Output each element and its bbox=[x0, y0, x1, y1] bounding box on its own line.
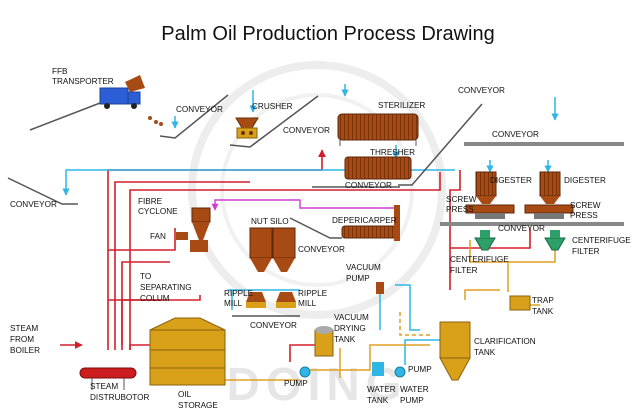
label-ffb: FFB bbox=[52, 67, 68, 76]
label-thresher: THRESHER bbox=[370, 148, 415, 157]
labels: FFB TRANSPORTER CONVEYOR CRUSHER CONVEYO… bbox=[10, 67, 631, 410]
label-digester-1: DIGESTER bbox=[490, 176, 532, 185]
label-pump-1: PUMP bbox=[284, 379, 308, 388]
label-sterilizer: STERILIZER bbox=[378, 101, 425, 110]
label-mill-1: MILL bbox=[224, 299, 243, 308]
conveyor-2 bbox=[229, 95, 319, 148]
label-steam-d: STEAM bbox=[90, 382, 118, 391]
label-water-pump-2: PUMP bbox=[400, 396, 424, 405]
fan bbox=[176, 232, 188, 240]
water-lines bbox=[62, 84, 559, 365]
label-screw-2: SCREW bbox=[570, 201, 601, 210]
label-separating: SEPARATING bbox=[140, 283, 192, 292]
label-colum: COLUM bbox=[140, 294, 170, 303]
ripple-mill-2 bbox=[276, 292, 296, 308]
screw-press-1 bbox=[465, 204, 515, 219]
label-filter-1: FILTER bbox=[450, 266, 478, 275]
depericarper bbox=[341, 205, 400, 241]
label-vacuum-pump-2: PUMP bbox=[346, 274, 370, 283]
fibre-cyclone bbox=[190, 207, 211, 252]
ripple-mill-1 bbox=[246, 292, 266, 308]
label-screw-1: SCREW bbox=[446, 195, 477, 204]
label-mill-2: MILL bbox=[298, 299, 317, 308]
label-press-1: PRESS bbox=[446, 205, 474, 214]
label-vdt-2: DRYING bbox=[334, 324, 366, 333]
label-centrifuge-2: CENTERIFUGE bbox=[572, 236, 631, 245]
label-centrifuge-1: CENTERIFUGE bbox=[450, 255, 509, 264]
vacuum-drying-tank bbox=[314, 326, 334, 357]
screw-press-2 bbox=[524, 204, 574, 219]
conveyor-left bbox=[7, 177, 78, 205]
vacuum-pump bbox=[376, 282, 384, 294]
ffb-truck bbox=[29, 75, 163, 131]
nut-silo bbox=[249, 227, 296, 272]
label-vdt-1: VACUUM bbox=[334, 313, 369, 322]
pump-2 bbox=[394, 366, 406, 378]
label-depericarper: DEPERICARPER bbox=[332, 216, 397, 225]
label-conveyor-3: CONVEYOR bbox=[458, 86, 505, 95]
label-clarification-tank: TANK bbox=[474, 348, 496, 357]
label-conveyor-1: CONVEYOR bbox=[176, 105, 223, 114]
label-conveyor-7: CONVEYOR bbox=[498, 224, 545, 233]
label-conveyor-2: CONVEYOR bbox=[283, 126, 330, 135]
label-boiler: BOILER bbox=[10, 346, 40, 355]
label-from: FROM bbox=[10, 335, 34, 344]
label-crusher: CRUSHER bbox=[252, 102, 293, 111]
water-tank bbox=[372, 362, 384, 376]
label-vacuum-pump-1: VACUUM bbox=[346, 263, 381, 272]
label-clarification: CLARIFICATION bbox=[474, 337, 536, 346]
digester-2 bbox=[539, 171, 561, 204]
conveyor-4 bbox=[464, 142, 624, 146]
label-conveyor-left: CONVEYOR bbox=[10, 200, 57, 209]
conveyor-3 bbox=[398, 103, 483, 186]
label-fan: FAN bbox=[150, 232, 166, 241]
diagram-title: Palm Oil Production Process Drawing bbox=[161, 23, 494, 45]
label-digester-2: DIGESTER bbox=[564, 176, 606, 185]
label-water-pump-1: WATER bbox=[400, 385, 429, 394]
label-trap: TRAP bbox=[532, 296, 554, 305]
label-press-2: PRESS bbox=[570, 211, 598, 220]
sterilizer bbox=[337, 113, 419, 146]
label-nut-silo: NUT SILO bbox=[251, 217, 289, 226]
label-conveyor-4: CONVEYOR bbox=[492, 130, 539, 139]
conveyor-6 bbox=[289, 217, 342, 239]
label-oil: OIL bbox=[178, 390, 192, 399]
conveyor-1 bbox=[159, 94, 229, 139]
clarification-tank bbox=[439, 321, 471, 381]
label-filter-2: FILTER bbox=[572, 247, 600, 256]
label-distributor: DISTRUBOTOR bbox=[90, 393, 150, 402]
label-transporter: TRANSPORTER bbox=[52, 77, 114, 86]
digester-1 bbox=[475, 171, 497, 204]
label-ripple-1: RIPPLE bbox=[224, 289, 254, 298]
label-trap-tank: TANK bbox=[532, 307, 554, 316]
label-conveyor-8: CONVEYOR bbox=[250, 321, 297, 330]
centrifuge-filter-2 bbox=[544, 230, 566, 251]
watermark: DOING bbox=[188, 61, 446, 410]
steam-distributor bbox=[79, 367, 137, 390]
label-cyclone: CYCLONE bbox=[138, 207, 178, 216]
label-vdt-3: TANK bbox=[334, 335, 356, 344]
crusher bbox=[235, 117, 259, 139]
label-conveyor-6: CONVEYOR bbox=[298, 245, 345, 254]
conveyor-7 bbox=[440, 222, 624, 226]
label-fibre: FIBRE bbox=[138, 197, 163, 206]
label-water-tank-2: TANK bbox=[367, 396, 389, 405]
label-pump-2: PUMP bbox=[408, 365, 432, 374]
trap-tank bbox=[509, 295, 531, 311]
pump-1 bbox=[299, 366, 311, 378]
label-steam: STEAM bbox=[10, 324, 38, 333]
thresher bbox=[344, 156, 412, 180]
label-storage: STORAGE bbox=[178, 401, 218, 410]
label-to: TO bbox=[140, 272, 151, 281]
label-conveyor-5: CONVEYOR bbox=[345, 181, 392, 190]
fibre-lines bbox=[211, 199, 395, 211]
centrifuge-filter-1 bbox=[474, 230, 496, 251]
label-ripple-2: RIPPLE bbox=[298, 289, 328, 298]
oil-storage bbox=[149, 317, 226, 386]
label-water-tank-1: WATER bbox=[367, 385, 396, 394]
